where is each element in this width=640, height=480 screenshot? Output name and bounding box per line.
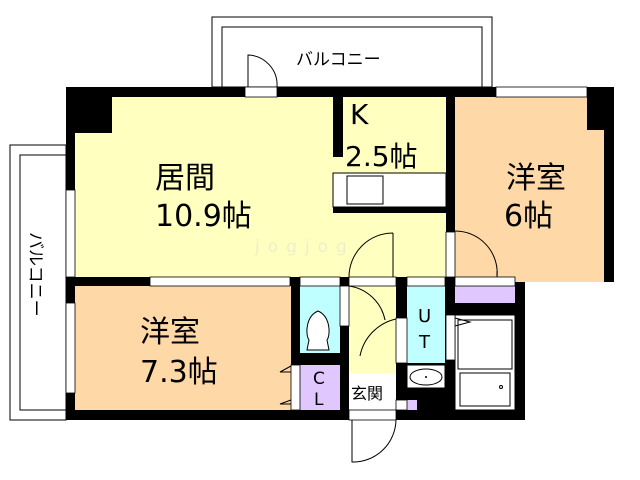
utility-label-2: T (418, 332, 431, 353)
balcony-top-label: バルコニー (296, 50, 381, 70)
closet (300, 365, 340, 410)
western-room-right-name: 洋室 (506, 161, 566, 196)
toilet-fixture-icon (306, 310, 330, 351)
western-room-right (455, 97, 587, 282)
western-room-bottom (75, 286, 291, 410)
kitchen-size: 2.5帖 (345, 140, 418, 173)
kitchen-name: K (350, 98, 369, 131)
entrance-label: 玄関 (351, 384, 383, 403)
closet-label-2: L (314, 390, 324, 410)
watermark: jogjog (254, 237, 355, 257)
western-room-bottom-size: 7.3帖 (140, 355, 218, 390)
utility-label-1: U (418, 306, 431, 327)
washbasin-icon (406, 364, 446, 389)
western-room-bottom-name: 洋室 (140, 315, 200, 350)
western-room-right-size: 6帖 (504, 199, 553, 234)
living-room (75, 97, 446, 277)
hallway (349, 286, 396, 373)
closet-label-1: C (313, 369, 325, 389)
living-room-size: 10.9帖 (155, 199, 252, 234)
door-swings (247, 54, 498, 463)
living-room-name: 居間 (155, 161, 215, 196)
balcony-left-label: バルコニー (25, 232, 45, 317)
utility-room (407, 286, 445, 363)
kitchen-counter (332, 172, 447, 213)
storage-strip (455, 286, 515, 303)
windows (65, 86, 588, 421)
bathtub-icon (454, 314, 516, 411)
